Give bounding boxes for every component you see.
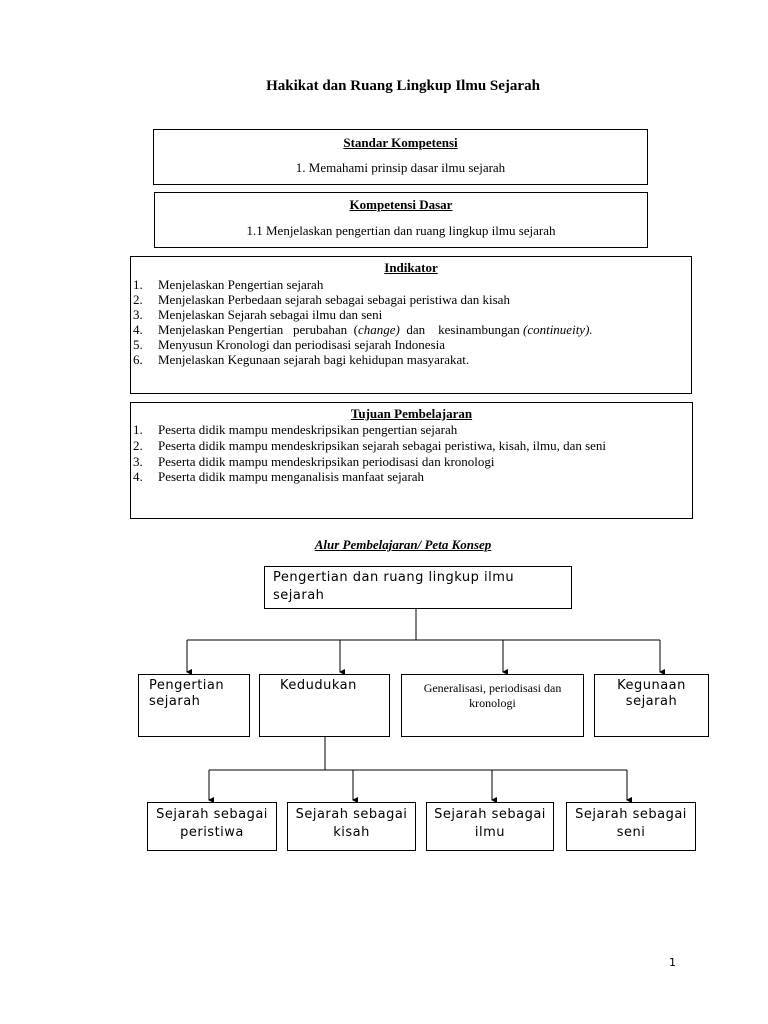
kompetensi-dasar-box: Kompetensi Dasar 1.1 Menjelaskan pengert… [154, 192, 648, 248]
concept-node-kegunaan: Kegunaan sejarah [594, 674, 709, 737]
tujuan-pembelajaran-box: Tujuan Pembelajaran 1.Peserta didik mamp… [130, 402, 693, 519]
concept-node-generalisasi: Generalisasi, periodisasi dan kronologi [401, 674, 584, 737]
tujuan-list: 1.Peserta didik mampu mendeskripsikan pe… [131, 422, 692, 484]
standar-kompetensi-item: 1. Memahami prinsip dasar ilmu sejarah [295, 160, 506, 175]
list-item: 3.Menjelaskan Sejarah sebagai ilmu dan s… [133, 307, 383, 322]
concept-node-pengertian: Pengertian sejarah [138, 674, 250, 737]
list-item: 1.Peserta didik mampu mendeskripsikan pe… [133, 422, 458, 437]
tujuan-pembelajaran-heading: Tujuan Pembelajaran [350, 406, 473, 421]
standar-kompetensi-box: Standar Kompetensi 1. Memahami prinsip d… [153, 129, 648, 185]
concept-node-peristiwa: Sejarah sebagai peristiwa [147, 802, 277, 851]
concept-map-title: Alur Pembelajaran/ Peta Konsep [314, 537, 492, 552]
list-item: 4.Menjelaskan Pengertian perubahan (chan… [133, 322, 593, 337]
list-item: 3.Peserta didik mampu mendeskripsikan pe… [133, 454, 495, 469]
concept-node-ilmu: Sejarah sebagai ilmu [426, 802, 554, 851]
document-title: Hakikat dan Ruang Lingkup Ilmu Sejarah [266, 78, 540, 94]
list-item: 1.Menjelaskan Pengertian sejarah [133, 277, 324, 292]
indikator-list: 1.Menjelaskan Pengertian sejarah 2.Menje… [131, 277, 691, 367]
indikator-box: Indikator 1.Menjelaskan Pengertian sejar… [130, 256, 692, 394]
list-item: 2.Peserta didik mampu mendeskripsikan se… [133, 438, 607, 453]
kompetensi-dasar-item: 1.1 Menjelaskan pengertian dan ruang lin… [246, 223, 556, 238]
list-item: 4.Peserta didik mampu menganalisis manfa… [133, 469, 425, 484]
kompetensi-dasar-heading: Kompetensi Dasar [349, 197, 453, 212]
page-number: 1 [669, 956, 676, 969]
concept-root-node: Pengertian dan ruang lingkup ilmu sejara… [264, 566, 572, 609]
list-item: 2.Menjelaskan Perbedaan sejarah sebagai … [133, 292, 510, 307]
indikator-heading: Indikator [384, 260, 438, 275]
concept-node-kisah: Sejarah sebagai kisah [287, 802, 416, 851]
concept-node-kedudukan: Kedudukan [259, 674, 390, 737]
list-item: 6.Menjelaskan Kegunaan sejarah bagi kehi… [133, 352, 470, 367]
standar-kompetensi-heading: Standar Kompetensi [343, 135, 458, 150]
list-item: 5.Menyusun Kronologi dan periodisasi sej… [133, 337, 446, 352]
concept-node-seni: Sejarah sebagai seni [566, 802, 696, 851]
